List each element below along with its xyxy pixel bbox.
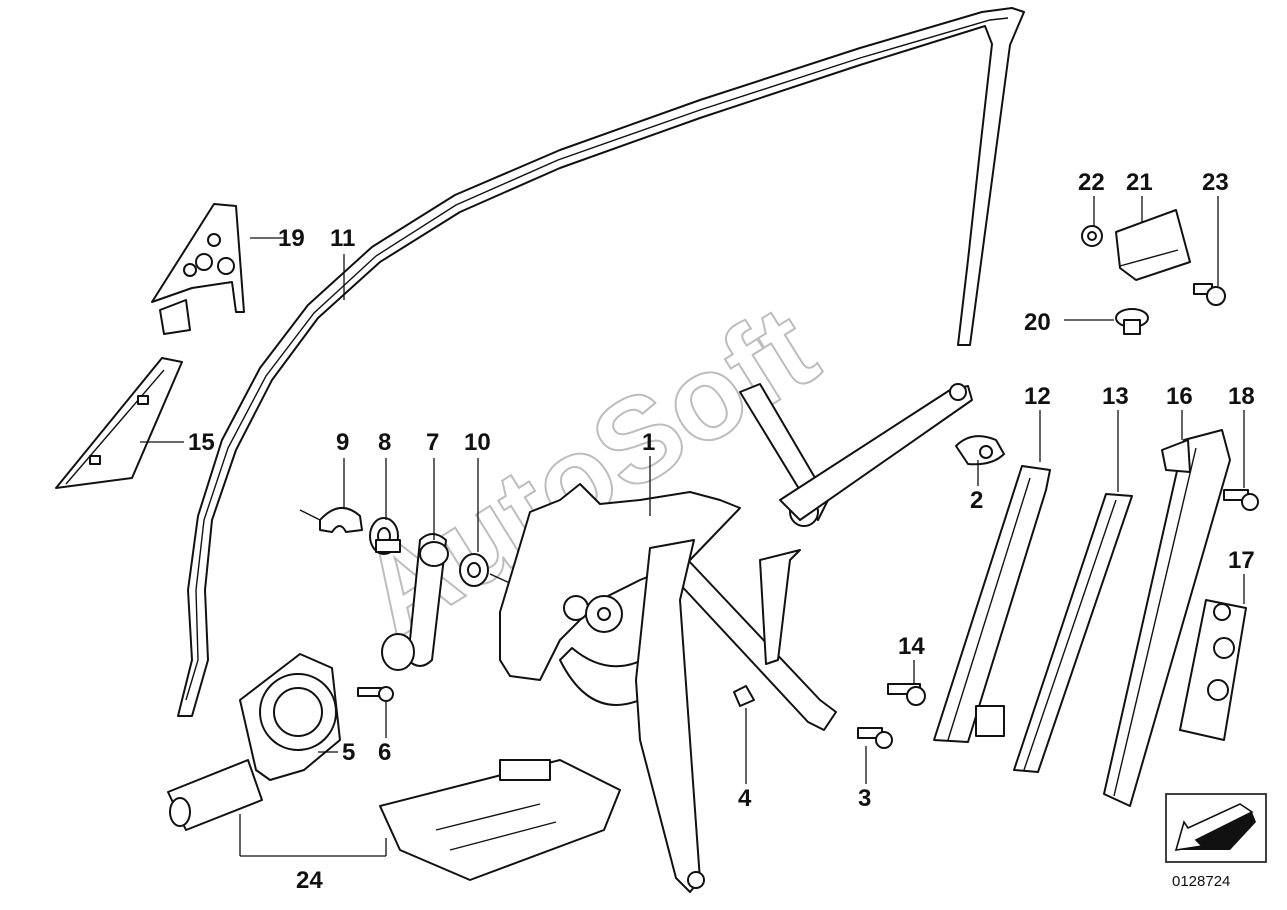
callout-17: 17 <box>1228 547 1255 574</box>
part-22-nut <box>1081 225 1103 247</box>
part-5-motor <box>167 653 341 831</box>
part-23-bolt <box>1193 283 1226 306</box>
callout-23: 23 <box>1202 169 1229 196</box>
part-14-bolt <box>887 683 926 706</box>
orientation-arrow-box: 0128724 <box>1165 793 1267 890</box>
part-18-screw <box>1223 489 1259 511</box>
callout-18: 18 <box>1228 383 1255 410</box>
part-20-push-clip <box>1115 308 1149 335</box>
callout-12: 12 <box>1024 383 1051 410</box>
part-8-pulley <box>369 517 401 555</box>
part-17-roller-bracket <box>1179 599 1247 741</box>
callout-4: 4 <box>738 785 752 812</box>
callout-7: 7 <box>426 429 439 456</box>
callout-5: 5 <box>342 739 355 766</box>
callout-14: 14 <box>898 633 925 660</box>
part-13-guide-rail <box>1013 493 1133 773</box>
reference-number: 0128724 <box>1172 873 1230 890</box>
part-21-bracket <box>1115 209 1191 281</box>
callout-10: 10 <box>464 429 491 456</box>
callout-15: 15 <box>188 429 215 456</box>
callout-16: 16 <box>1166 383 1193 410</box>
part-6-screw <box>357 686 394 702</box>
part-7-cable-drum <box>381 533 449 671</box>
part-9-clip <box>299 507 363 533</box>
part-1-window-regulator <box>499 383 973 893</box>
callout-1: 1 <box>642 429 655 456</box>
callout-19: 19 <box>278 225 305 252</box>
callout-22: 22 <box>1078 169 1105 196</box>
leader-lines <box>140 196 1245 857</box>
part-19-mirror-bracket <box>151 203 245 335</box>
callout-21: 21 <box>1126 169 1153 196</box>
callout-20: 20 <box>1024 309 1051 336</box>
part-15-trim-cover <box>55 357 183 489</box>
callout-11: 11 <box>330 225 355 252</box>
part-10-bushing <box>459 553 513 587</box>
callout-6: 6 <box>378 739 391 766</box>
part-11-window-channel <box>177 7 1025 717</box>
part-3-bolt <box>857 727 893 749</box>
callout-24: 24 <box>296 867 323 894</box>
part-4-clip <box>733 685 755 707</box>
part-2-clip <box>955 435 1005 466</box>
part-control-module <box>379 759 621 881</box>
callout-3: 3 <box>858 785 871 812</box>
callout-9: 9 <box>336 429 349 456</box>
part-12-guide-rail <box>933 465 1051 743</box>
callout-13: 13 <box>1102 383 1129 410</box>
callout-2: 2 <box>970 487 983 514</box>
callout-8: 8 <box>378 429 391 456</box>
part-16-guide-rail <box>1103 429 1231 807</box>
callout-labels: 19 11 15 9 8 7 10 1 2 12 13 16 18 17 14 … <box>188 169 1255 894</box>
